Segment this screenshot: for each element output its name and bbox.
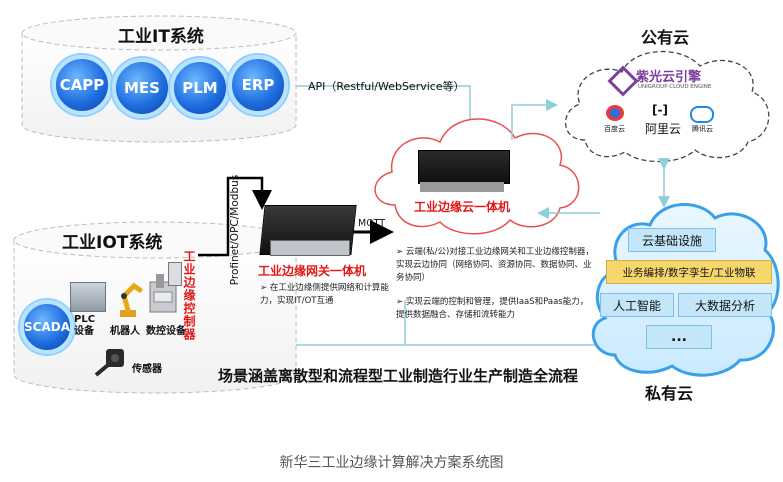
edge-controller-label: 工业边缘控制器: [182, 250, 196, 341]
edge-server-front-icon: [420, 182, 504, 192]
edge-to-public-line: [511, 99, 558, 140]
scada-node[interactable]: SCADA: [20, 300, 74, 354]
bullet-marker: ➢: [396, 247, 406, 257]
capp-app[interactable]: CAPP: [52, 55, 112, 115]
sensor-label: 传感器: [132, 364, 162, 375]
edge-cloud-bullet-1: ➢ 云端(私/公)对接工业边缘网关和工业边缘控制器，实现云边协同（网络协同、资源…: [396, 247, 594, 283]
sensor-icon: [94, 349, 124, 377]
cloud-infra-box[interactable]: 云基础设施: [628, 228, 716, 252]
edge-cloud-title: 工业边缘云一体机: [414, 200, 511, 214]
erp-app[interactable]: ERP: [228, 55, 288, 115]
gateway-title: 工业边缘网关一体机: [258, 264, 367, 278]
protocol-connector-line: [198, 176, 272, 257]
public-cloud-shape: [564, 50, 770, 163]
baidu-cloud-label: 百度云: [604, 125, 625, 133]
robot-label: 机器人: [110, 326, 140, 337]
public-cloud-title: 公有云: [641, 28, 690, 47]
baidu-cloud-icon: [606, 105, 624, 121]
plm-app[interactable]: PLM: [170, 58, 230, 118]
more-box[interactable]: ...: [646, 325, 712, 349]
mes-app[interactable]: MES: [112, 58, 172, 118]
bullet-marker: ➢: [260, 283, 270, 293]
aliyun-label: 阿里云: [645, 122, 682, 136]
private-cloud-title: 私有云: [645, 384, 694, 403]
robot-arm-icon: [120, 282, 143, 317]
plc-label: PLC 设备: [74, 314, 96, 337]
api-connector-line: [296, 85, 476, 138]
bullet-marker: ➢: [396, 297, 406, 307]
it-system-title: 工业IT系统: [118, 27, 204, 47]
figure-caption: 新华三工业边缘计算解决方案系统图: [279, 455, 504, 471]
orchestration-box[interactable]: 业务编排/数字孪生/工业物联: [606, 260, 772, 284]
api-label: API（Restful/WebService等）: [308, 80, 465, 93]
edge-server-icon: [418, 150, 510, 184]
gateway-bullet-1: ➢ 在工业边缘侧提供网络和计算能力，实现IT/OT互通: [260, 283, 389, 306]
cnc-label: 数控设备: [146, 326, 186, 337]
edge-controller-icon: [168, 262, 182, 286]
unigroup-logo-subtext: UNIGROUP CLOUD ENGINE: [638, 84, 712, 90]
cnc-machine-icon: [149, 274, 177, 313]
aliyun-icon: [-]: [652, 103, 668, 117]
mqtt-label: MQTT: [358, 218, 386, 229]
protocol-label: Profinet/OPC/Modbus: [229, 174, 241, 286]
tencent-cloud-label: 腾讯云: [692, 125, 713, 133]
iot-system-title: 工业IOT系统: [62, 233, 163, 253]
unigroup-logo-text: 紫光云引擎: [636, 70, 702, 85]
ai-box[interactable]: 人工智能: [600, 293, 674, 317]
big-data-box[interactable]: 大数据分析: [678, 293, 772, 317]
scenario-statement: 场景涵盖离散型和流程型工业制造行业生产制造全流程: [218, 367, 579, 385]
plc-device-icon: [70, 282, 106, 312]
gateway-ports-icon: [270, 240, 350, 256]
iot-system-cylinder: [13, 221, 297, 394]
edge-cloud-bullet-2: ➢ 实现云端的控制和管理，提供IaaS和Paas能力，提供数据融合、存储和流转能…: [396, 297, 589, 320]
tencent-cloud-icon: [690, 106, 714, 123]
